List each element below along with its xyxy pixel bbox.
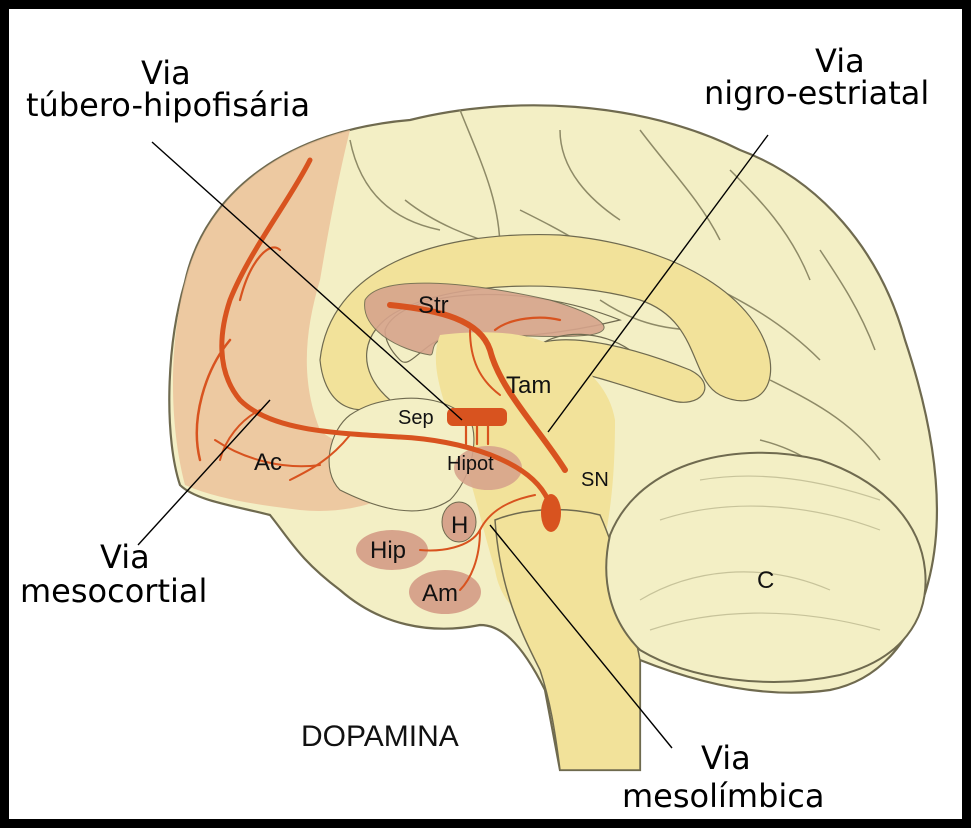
callout-mesolimbic-line1: Via (701, 739, 751, 777)
label-hypophysis: H (451, 512, 468, 539)
label-cerebellum: C (757, 567, 774, 594)
substantia-nigra-source (541, 494, 561, 532)
label-substantia-nigra: SN (581, 469, 609, 491)
callout-mesocortical-line1: Via (100, 538, 150, 576)
label-thalamus: Tam (506, 372, 551, 399)
label-hippocampus: Hip (370, 537, 406, 564)
callout-nigro-line2: nigro-estriatal (704, 74, 929, 112)
label-hypothalamus: Hipot (447, 453, 494, 475)
label-striatum: Str (418, 292, 449, 319)
callout-mesolimbic-line2: mesolímbica (622, 777, 824, 815)
label-cortex: Ac (254, 449, 282, 476)
label-amygdala: Am (422, 580, 458, 607)
diagram-title: DOPAMINA (301, 720, 459, 753)
callout-tubero-line2: túbero-hipofisária (26, 86, 310, 124)
callout-mesocortical-line2: mesocortial (20, 572, 207, 610)
label-septum: Sep (398, 407, 434, 429)
